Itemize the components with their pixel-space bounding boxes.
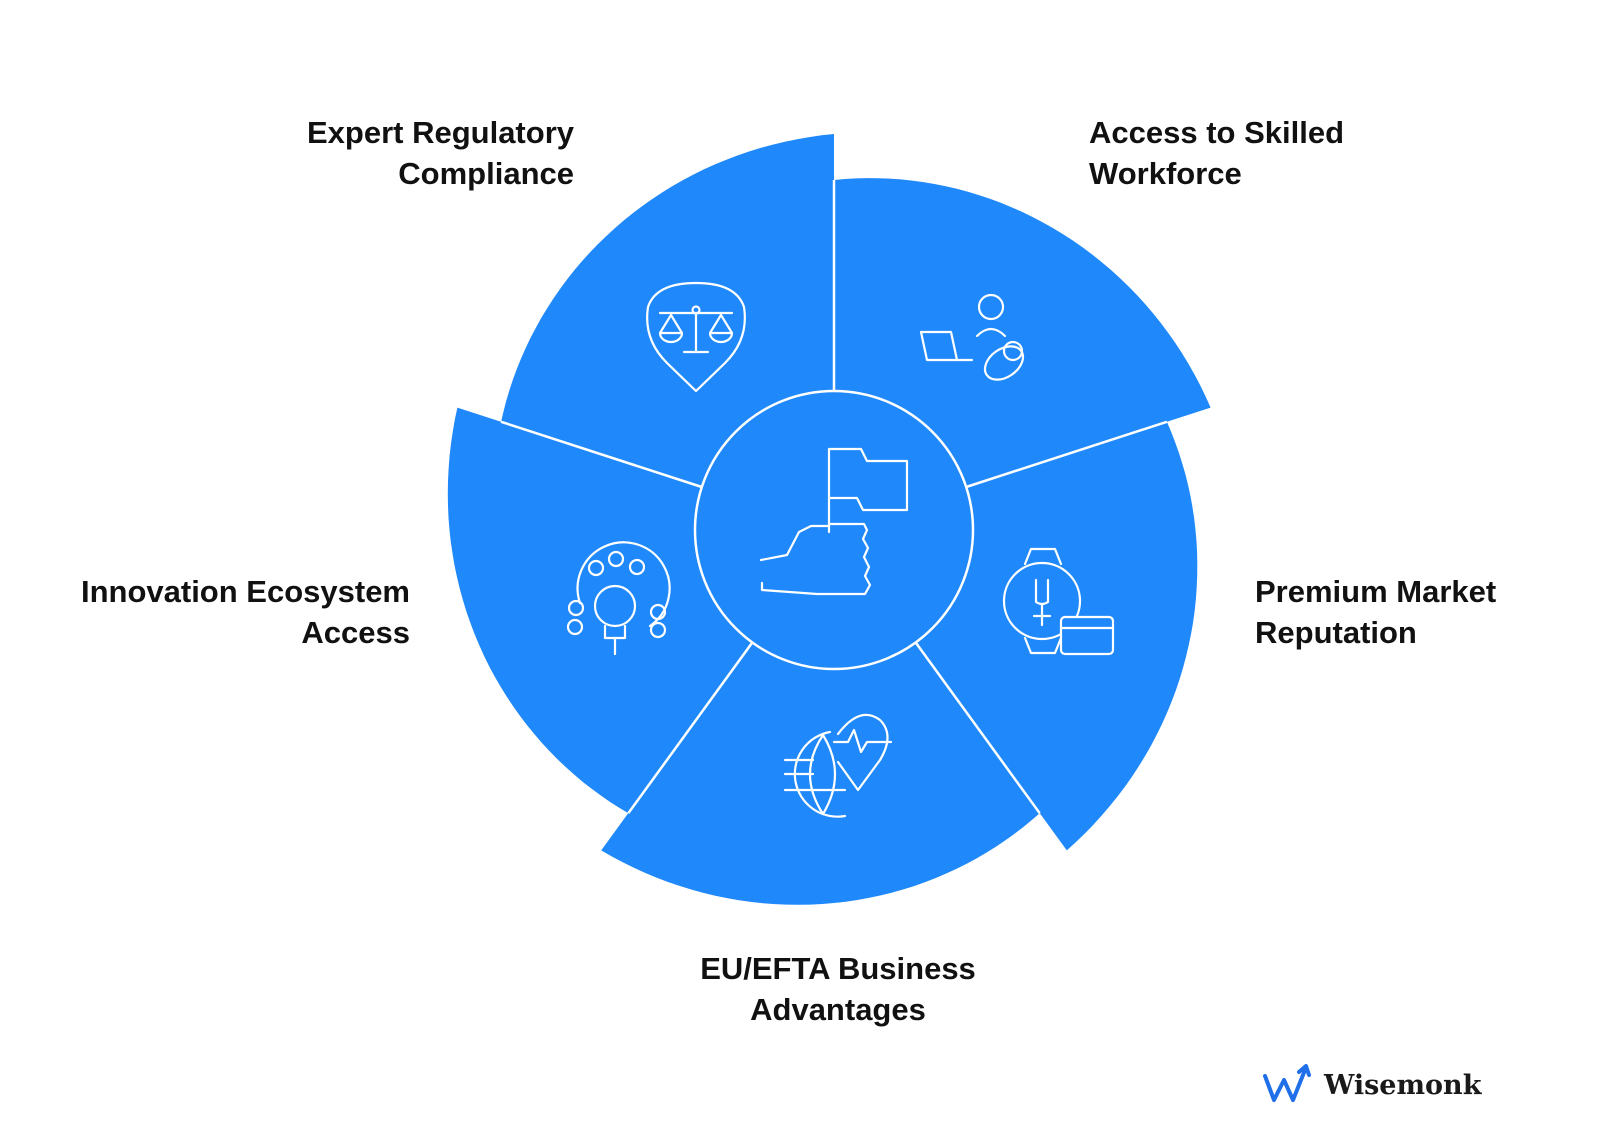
gear-with-lightbulb-icon bbox=[566, 541, 671, 656]
label-expert-regulatory-compliance: Expert Regulatory Compliance bbox=[307, 112, 574, 194]
label-line: Access to Skilled bbox=[1089, 115, 1345, 150]
wisemonk-logo-icon bbox=[1263, 1064, 1311, 1102]
label-line: Compliance bbox=[398, 156, 574, 191]
segment-divider bbox=[965, 420, 1168, 489]
label-line: Reputation bbox=[1255, 615, 1417, 650]
label-line: Expert Regulatory bbox=[306, 115, 574, 150]
label-eu-efta-business-advantages: EU/EFTA Business Advantages bbox=[686, 948, 990, 1030]
segment-premium bbox=[601, 642, 1040, 905]
label-innovation-ecosystem-access: Innovation Ecosystem Access bbox=[81, 571, 410, 653]
label-access-to-skilled-workforce: Access to Skilled Workforce bbox=[1089, 112, 1344, 194]
globe-with-heartbeat-icon bbox=[783, 713, 893, 818]
watch-and-card-icon bbox=[1002, 547, 1115, 656]
label-line: Advantages bbox=[750, 992, 926, 1027]
dividers-layer bbox=[500, 180, 1168, 814]
segment-expert bbox=[834, 178, 1211, 487]
label-line: Innovation Ecosystem bbox=[80, 574, 410, 609]
segment-divider bbox=[500, 420, 703, 489]
label-line: Access bbox=[301, 615, 410, 650]
segment-innovation bbox=[501, 134, 834, 487]
brand-name: Wisemonk bbox=[1324, 1069, 1482, 1101]
label-line: Workforce bbox=[1089, 156, 1242, 191]
hand-holding-flag-icon bbox=[759, 447, 909, 596]
label-line: Premium Market bbox=[1255, 574, 1497, 609]
center-hub bbox=[693, 389, 975, 671]
brand-logo: Wisemonk bbox=[1262, 1064, 1481, 1106]
label-premium-market-reputation: Premium Market Reputation bbox=[1255, 571, 1496, 653]
segment-divider bbox=[914, 641, 1041, 814]
label-line: EU/EFTA Business bbox=[700, 951, 976, 986]
people-with-laptop-icon bbox=[919, 293, 1025, 381]
scales-of-justice-pin-icon bbox=[646, 281, 746, 393]
segment-divider bbox=[627, 641, 754, 814]
